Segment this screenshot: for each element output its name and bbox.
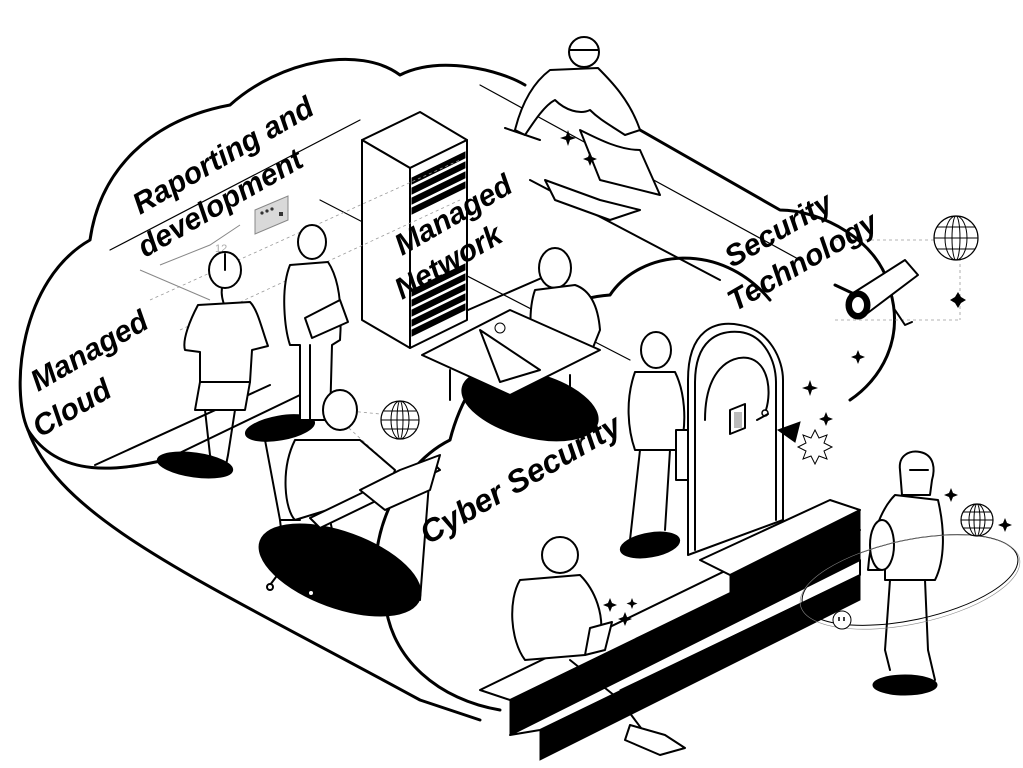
person-man-at-desk-phone [264,389,441,601]
person-man-thinking [283,224,349,421]
server-units-top [411,151,466,215]
sparkle-icon [560,130,1012,626]
smiley-icon [832,610,852,630]
label-managed-cloud: Managed Cloud [25,304,155,444]
security-camera-icon [833,259,919,326]
globe-icon [933,215,979,261]
globe-icon [960,503,994,537]
server-rack-icon [361,111,468,349]
person-woman-standing [183,251,269,471]
server-units-bottom [411,263,466,337]
secure-door [687,322,801,556]
burst-icon [796,428,834,466]
person-woman-phone [867,450,944,681]
person-hacker [504,36,661,221]
label-reporting-development: Raporting and development [127,90,320,264]
person-man-tablet [511,536,686,756]
globe-icon [380,400,420,440]
person-man-typing [421,247,601,421]
orbit-ring [799,534,1021,630]
keypad-lock-icon [729,403,746,435]
person-woman-guard [627,331,689,541]
